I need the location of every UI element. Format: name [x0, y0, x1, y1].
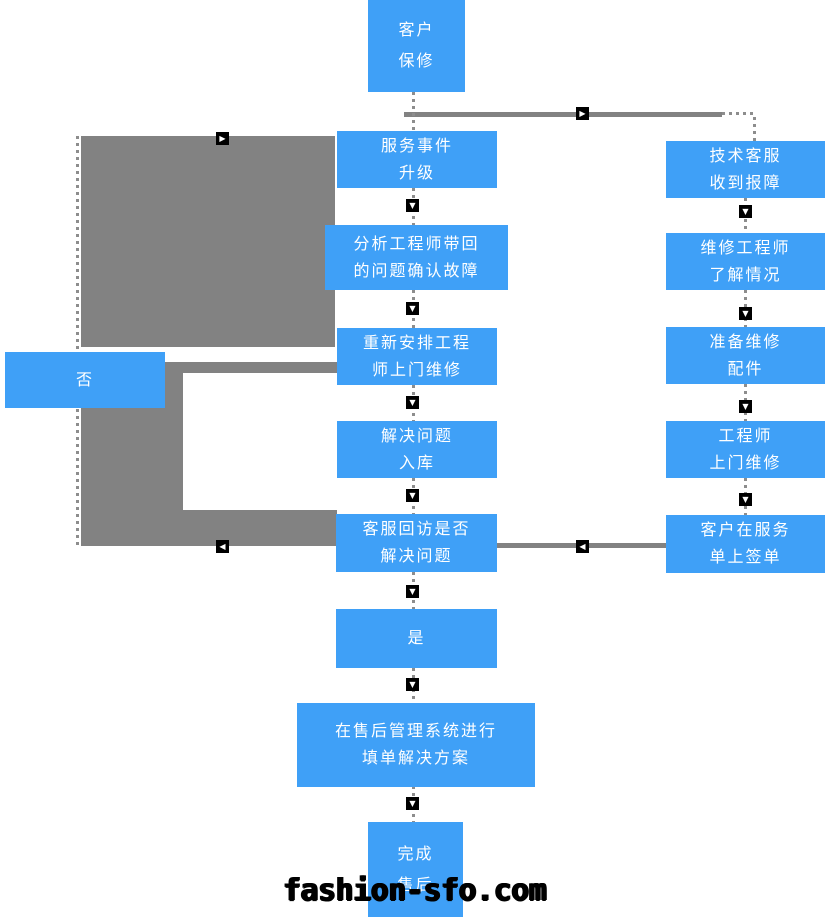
flow-arrow-down-icon: ▼	[406, 585, 419, 598]
flow-arrow-left-icon: ◀	[576, 540, 589, 553]
node-fill-solution-form: 在售后管理系统进行 填单解决方案	[297, 703, 535, 787]
flow-arrow-down-icon: ▼	[739, 307, 752, 320]
dotted-left-vertical	[76, 136, 79, 548]
node-no: 否	[5, 352, 165, 408]
connector-no-to-reschedule-line	[165, 362, 337, 373]
node-resolve-stock: 解决问题 入库	[337, 421, 497, 478]
node-reschedule-engineer: 重新安排工程 师上门维修	[337, 328, 497, 385]
arrow-down-glyph: ▼	[409, 200, 416, 210]
node-tech-support-receive: 技术客服 收到报障	[666, 141, 825, 198]
connector-warranty-to-support-line	[404, 112, 722, 117]
connector-escalation-block	[81, 136, 335, 347]
arrow-down-glyph: ▼	[409, 490, 416, 500]
node-customer-warranty: 客户 保修	[368, 0, 465, 92]
arrow-right-glyph: ▶	[579, 108, 586, 118]
flow-arrow-down-icon: ▼	[739, 493, 752, 506]
node-complete-aftersales: 完成 售后	[368, 822, 463, 917]
arrow-left-glyph: ◀	[579, 541, 586, 551]
arrow-down-glyph: ▼	[409, 798, 416, 808]
connector-no-down-strip	[165, 373, 183, 409]
node-prepare-parts: 准备维修 配件	[666, 327, 825, 384]
flow-arrow-down-icon: ▼	[739, 205, 752, 218]
node-engineer-onsite: 工程师 上门维修	[666, 421, 825, 478]
arrow-down-glyph: ▼	[409, 679, 416, 689]
arrow-down-glyph: ▼	[409, 303, 416, 313]
flow-arrow-right-icon: ▶	[576, 107, 589, 120]
node-service-escalation: 服务事件 升级	[337, 131, 497, 188]
flow-arrow-down-icon: ▼	[739, 400, 752, 413]
flow-arrow-down-icon: ▼	[406, 302, 419, 315]
arrow-down-glyph: ▼	[742, 206, 749, 216]
arrow-down-glyph: ▼	[742, 494, 749, 504]
node-yes: 是	[336, 609, 497, 668]
connector-callback-no-band	[81, 510, 337, 546]
arrow-left-glyph: ◀	[219, 541, 226, 551]
flow-arrow-down-icon: ▼	[406, 678, 419, 691]
flow-arrow-left-icon: ◀	[216, 540, 229, 553]
flow-arrow-down-icon: ▼	[406, 396, 419, 409]
arrow-down-glyph: ▼	[409, 586, 416, 596]
watermark-text: fashion-sfo.com	[283, 873, 547, 908]
node-customer-sign: 客户在服务 单上签单	[666, 515, 825, 573]
arrow-down-glyph: ▼	[409, 397, 416, 407]
arrow-down-glyph: ▼	[742, 308, 749, 318]
node-analyze-issue: 分析工程师带回 的问题确认故障	[325, 225, 508, 290]
arrow-right-glyph: ▶	[219, 133, 226, 143]
dotted-warranty-down	[412, 92, 415, 131]
connector-below-no-block	[81, 408, 183, 510]
node-callback-check: 客服回访是否 解决问题	[336, 514, 497, 572]
flow-arrow-down-icon: ▼	[406, 489, 419, 502]
flow-arrow-right-icon: ▶	[216, 132, 229, 145]
node-repair-engineer-learn: 维修工程师 了解情况	[666, 233, 825, 290]
arrow-down-glyph: ▼	[742, 401, 749, 411]
flow-arrow-down-icon: ▼	[406, 797, 419, 810]
dotted-right-0	[753, 117, 756, 142]
flow-arrow-down-icon: ▼	[406, 199, 419, 212]
dotted-topline-tail	[722, 112, 756, 115]
